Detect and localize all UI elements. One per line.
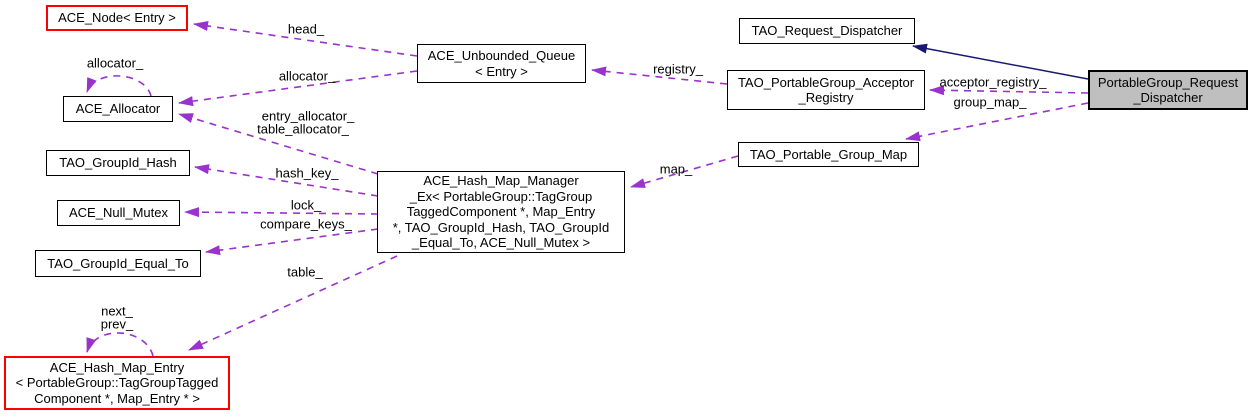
node-ace-unbounded-queue[interactable]: ACE_Unbounded_Queue< Entry > [417,44,586,83]
edge-lock [184,207,379,218]
node-label-line: TAO_PortableGroup_Acceptor [737,74,915,90]
node-tao-groupid-equal-to[interactable]: TAO_GroupId_Equal_To [35,250,201,277]
node-label-line: _Registry [798,90,854,105]
node-ace-allocator[interactable]: ACE_Allocator [63,96,173,122]
edge-label-head: head_ [287,21,325,37]
edge-registry [591,66,728,85]
edge-label-entry-allocator: entry_allocator_ [261,108,355,124]
node-label-line: < Entry > [475,63,528,79]
edge-allocator [178,70,418,107]
node-ace-hash-map-manager[interactable]: ACE_Hash_Map_Manager_Ex< PortableGroup::… [377,171,625,253]
edge-hash-key [194,164,379,197]
edge-group-map [905,102,1089,142]
edge-label-allocator: allocator_ [278,68,336,84]
edge-label-map: map_ [659,161,693,177]
edge-label-lock: lock_ [290,197,322,213]
edge-inheritance [912,43,1089,80]
node-ace-null-mutex[interactable]: ACE_Null_Mutex [57,200,180,226]
edge-label-registry: registry_ [653,61,703,77]
edge-label-table-allocator: table_allocator_ [257,121,349,137]
edge-label-hash-key: hash_key_ [275,165,339,181]
node-label-line: ACE_Node< Entry > [58,10,176,26]
edge-label-table: table_ [287,264,323,280]
node-label-line: TAO_Portable_Group_Map [749,146,908,162]
node-label-line: Component *, Map_Entry * > [34,390,200,406]
edge-entry-table-allocator [178,113,379,175]
node-ace-hash-map-entry[interactable]: ACE_Hash_Map_Entry< PortableGroup::TagGr… [4,356,230,410]
node-label-line: ACE_Hash_Map_Entry [49,359,185,375]
node-label-line: *, TAO_GroupId_Hash, TAO_GroupId [392,219,610,235]
edge-acceptor-registry [929,85,1089,96]
node-label-line: ACE_Allocator [75,101,161,117]
node-tao-request-dispatcher[interactable]: TAO_Request_Dispatcher [739,18,915,44]
node-tao-portablegroup-acceptor-registry[interactable]: TAO_PortableGroup_Acceptor_Registry [727,70,925,110]
edge-label-group-map: group_map_ [953,94,1027,110]
node-portablegroup-request-dispatcher: PortableGroup_Request_Dispatcher [1088,70,1248,110]
node-label-line: _Dispatcher [1133,90,1203,105]
node-label-line: ACE_Hash_Map_Manager [423,173,579,189]
edge-next-prev-self-loop [86,332,154,357]
node-label-line: _Ex< PortableGroup::TagGroup [409,188,593,204]
node-label-line: < PortableGroup::TagGroupTagged [15,375,219,391]
edge-label-next: next_ [101,303,133,319]
edge-compare-keys [205,228,379,256]
node-label-line: TAO_Request_Dispatcher [751,23,903,39]
edge-label-prev: prev_ [100,316,134,332]
node-label-line: PortableGroup_Request [1097,74,1239,90]
node-label-line: TaggedComponent *, Map_Entry [406,204,596,220]
node-label-line: ACE_Unbounded_Queue [427,48,576,63]
edge-label-compare-keys: compare_keys_ [260,216,352,232]
node-label-line: ACE_Null_Mutex [69,205,168,221]
node-tao-groupid-hash[interactable]: TAO_GroupId_Hash [46,150,190,176]
edge-allocator-self-loop [86,75,152,97]
node-tao-portable-group-map[interactable]: TAO_Portable_Group_Map [738,142,919,167]
node-ace-node[interactable]: ACE_Node< Entry > [46,5,188,31]
node-label-line: TAO_GroupId_Hash [59,155,177,171]
edge-label-allocator-self: allocator_ [86,55,144,71]
node-label-line: TAO_GroupId_Equal_To [47,255,189,271]
edge-head [193,21,418,57]
edge-label-acceptor-registry: acceptor_registry_ [939,74,1047,90]
node-label-line: _Equal_To, ACE_Null_Mutex > [411,235,591,251]
edge-map [630,155,739,188]
